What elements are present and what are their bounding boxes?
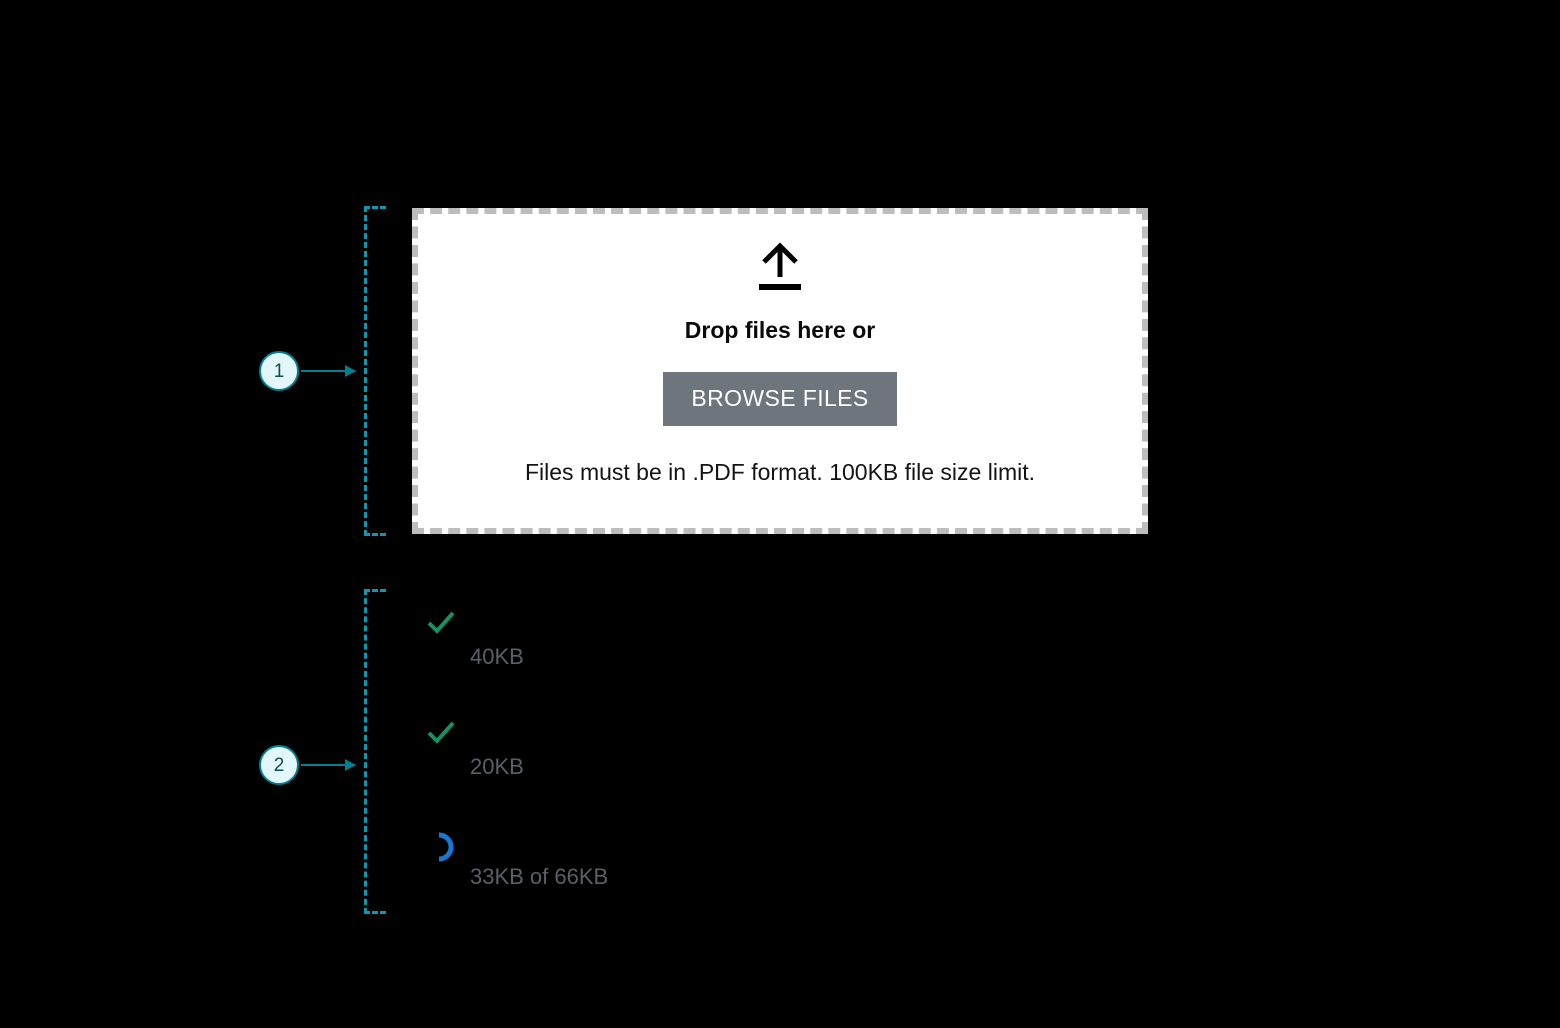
file-progress-size: 33KB of 66KB bbox=[470, 864, 609, 889]
upload-arrow-icon bbox=[752, 240, 808, 297]
file-list-item[interactable]: 40KB bbox=[424, 606, 1124, 716]
annotation-bracket-dropzone bbox=[364, 206, 386, 536]
annotation-marker-1-label: 1 bbox=[273, 360, 285, 382]
check-icon bbox=[424, 716, 458, 750]
file-size: 40KB bbox=[470, 644, 524, 669]
annotation-marker-1: 1 bbox=[259, 351, 299, 391]
dropzone-help-text: Files must be in .PDF format. 100KB file… bbox=[525, 459, 1035, 485]
file-size: 20KB bbox=[470, 754, 524, 779]
file-dropzone[interactable]: Drop files here or BROWSE FILES Files mu… bbox=[412, 208, 1148, 534]
annotation-arrow-2 bbox=[301, 759, 356, 771]
check-icon bbox=[424, 606, 458, 640]
annotation-arrow-1 bbox=[301, 365, 356, 377]
uploaded-file-list: 40KB 20KB 33KB of 66KB bbox=[424, 606, 1124, 936]
dropzone-title: Drop files here or bbox=[684, 317, 876, 343]
file-list-item[interactable]: 33KB of 66KB bbox=[424, 826, 1124, 936]
annotation-marker-2: 2 bbox=[259, 745, 299, 785]
annotation-marker-2-label: 2 bbox=[273, 754, 285, 776]
annotation-bracket-file-list bbox=[364, 589, 386, 914]
spinner-icon bbox=[424, 830, 458, 864]
browse-files-button[interactable]: BROWSE FILES bbox=[663, 372, 897, 426]
file-list-item[interactable]: 20KB bbox=[424, 716, 1124, 826]
